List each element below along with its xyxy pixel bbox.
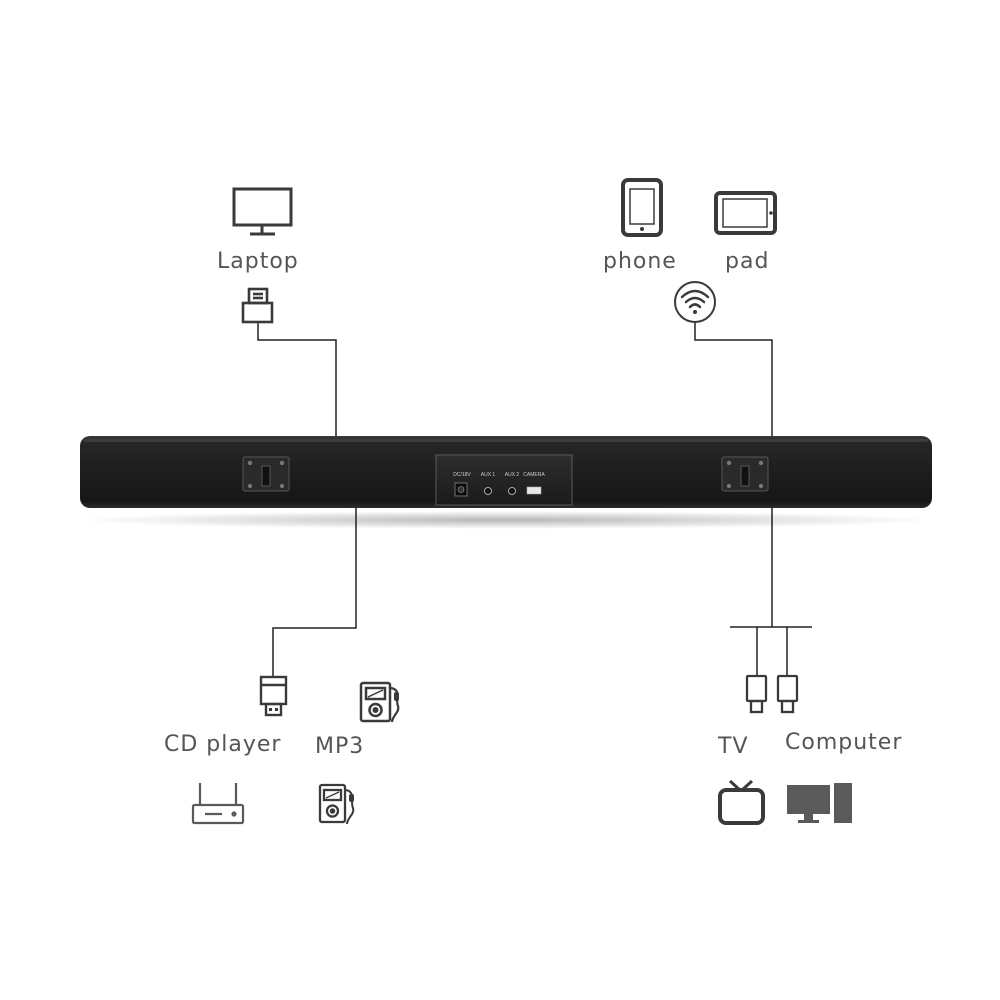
monitor-icon (232, 187, 293, 236)
aux2-port (508, 487, 516, 495)
port-panel: DC/18V AUX 1 AUX 2 CAMERA (435, 454, 573, 506)
smartphone-icon (621, 178, 663, 237)
wifi-icon (674, 281, 716, 323)
desktop-computer-icon (787, 783, 852, 823)
line-usb (272, 508, 357, 676)
port-label-camera: CAMERA (523, 472, 545, 478)
port-label-aux2: AUX 2 (505, 472, 520, 478)
pad-label: pad (725, 249, 770, 274)
port-label-aux1: AUX 1 (481, 472, 496, 478)
line-wireless (694, 322, 773, 437)
phone-label: phone (603, 249, 677, 274)
tv-label: TV (718, 734, 749, 759)
cd-player-label: CD player (164, 732, 282, 757)
port-label-dc: DC/18V (453, 472, 471, 478)
aux1-port (484, 487, 492, 495)
laptop-label: Laptop (217, 249, 299, 274)
computer-label: Computer (785, 730, 903, 755)
usb-port (526, 486, 542, 495)
soundbar-shadow (75, 511, 935, 529)
tablet-icon (714, 191, 777, 235)
mp3-player-icon (359, 681, 400, 723)
mp3-label: MP3 (315, 734, 365, 759)
mount-bracket-right (721, 456, 769, 492)
hdmi-connector-icon (241, 287, 274, 324)
mount-bracket-left (242, 456, 290, 492)
aux-plug-icon (745, 674, 799, 714)
tv-icon (718, 779, 765, 825)
connection-lines (257, 322, 812, 676)
soundbar: DC/18V AUX 1 AUX 2 CAMERA (75, 436, 935, 529)
usb-connector-icon (259, 675, 288, 717)
line-laptop (257, 323, 337, 437)
mp3-player-icon-small (318, 783, 355, 825)
router-box-icon (191, 783, 245, 825)
